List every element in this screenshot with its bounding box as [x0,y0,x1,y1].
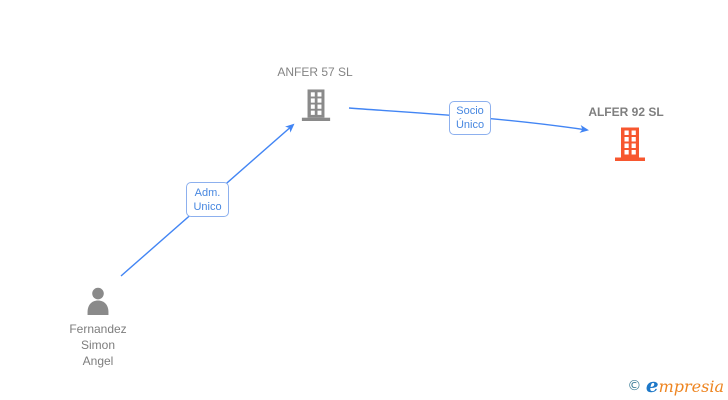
edge-label-socio-unico[interactable]: Socio Único [449,101,491,135]
edge-label-line2: Único [455,119,485,131]
edge-label-adm-unico[interactable]: Adm. Unico [186,182,229,217]
person-icon [83,287,113,320]
person-name-line3: Angel [82,354,114,368]
brand-initial: e [645,373,659,397]
company-label-alfer[interactable]: ALFER 92 SL [588,105,664,119]
edge-label-line2: Unico [193,200,222,213]
empresia-logo[interactable]: © empresia [627,373,724,397]
edge-label-line1: Socio [456,105,484,117]
building-icon [613,126,647,167]
person-name-line2: Simon [80,338,115,352]
person-node-fernandez[interactable] [83,287,113,315]
company-node-anfer[interactable] [300,87,332,123]
building-icon [300,87,332,128]
copyright-icon: © [627,378,642,394]
company-node-alfer[interactable] [613,126,647,162]
edge-label-line1: Adm. [194,186,221,199]
brand-rest: mpresia [658,377,724,396]
person-label[interactable]: Fernandez Simon Angel [28,321,168,369]
company-label-anfer[interactable]: ANFER 57 SL [277,65,353,79]
person-name-line1: Fernandez [69,322,127,336]
